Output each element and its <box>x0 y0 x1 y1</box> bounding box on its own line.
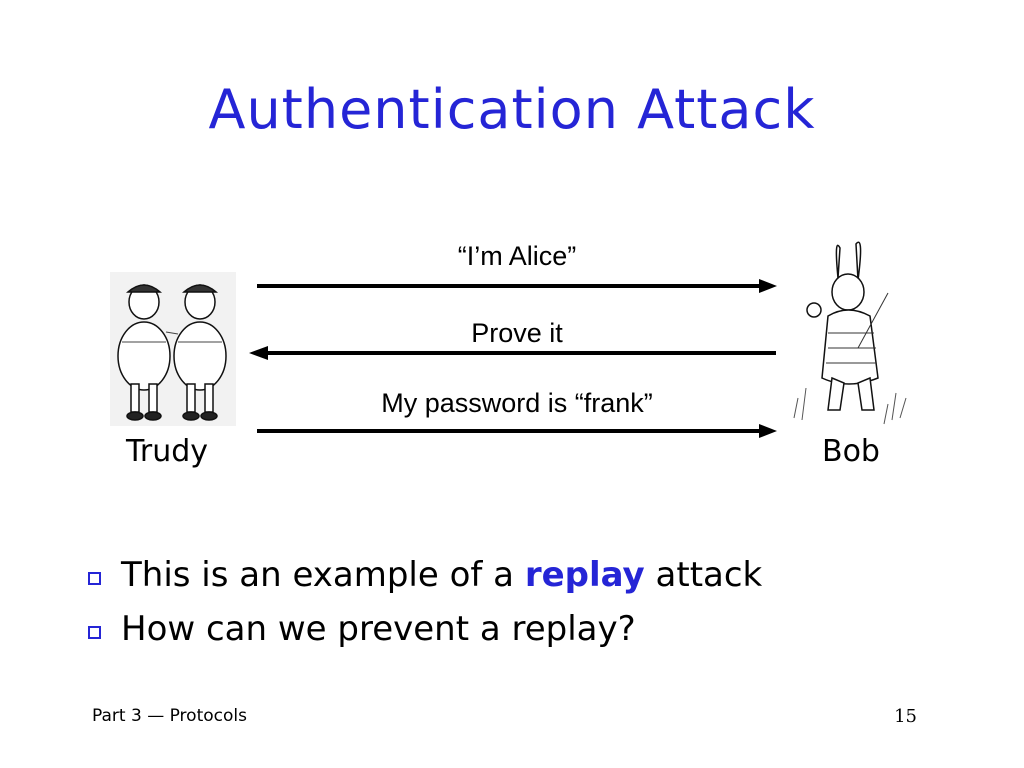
message-label-3: My password is “frank” <box>381 388 653 418</box>
arrow-left-2 <box>249 346 776 360</box>
bullet-list: This is an example of a replay attack Ho… <box>88 548 762 656</box>
bullet-text-1: This is an example of a replay attack <box>121 555 762 595</box>
bob-label: Bob <box>822 434 880 469</box>
arrow-right-3 <box>257 424 777 438</box>
bullet-1-before: This is an example of a <box>121 555 525 595</box>
bullet-item-1: This is an example of a replay attack <box>88 548 762 602</box>
bullet-1-emphasis: replay <box>524 555 645 595</box>
arrow-right-1 <box>257 279 777 293</box>
square-bullet-icon <box>88 625 101 639</box>
bullet-item-2: How can we prevent a replay? <box>88 602 762 656</box>
trudy-label: Trudy <box>126 434 209 469</box>
bob-illustration <box>793 241 907 425</box>
bullet-1-after: attack <box>644 555 763 595</box>
bullet-text-2: How can we prevent a replay? <box>121 609 636 649</box>
footer-part: Part 3 <box>92 706 142 726</box>
slide-title: Authentication Attack <box>208 78 816 141</box>
message-label-2: Prove it <box>471 318 563 348</box>
message-label-1: “I’m Alice” <box>457 241 577 271</box>
trudy-illustration <box>110 272 236 426</box>
page-number: 15 <box>894 706 917 727</box>
footer-topic: Protocols <box>169 706 247 726</box>
footer-dash: — <box>147 706 165 726</box>
square-bullet-icon <box>88 571 101 585</box>
footer-section-label: Part 3 — Protocols <box>92 706 247 726</box>
